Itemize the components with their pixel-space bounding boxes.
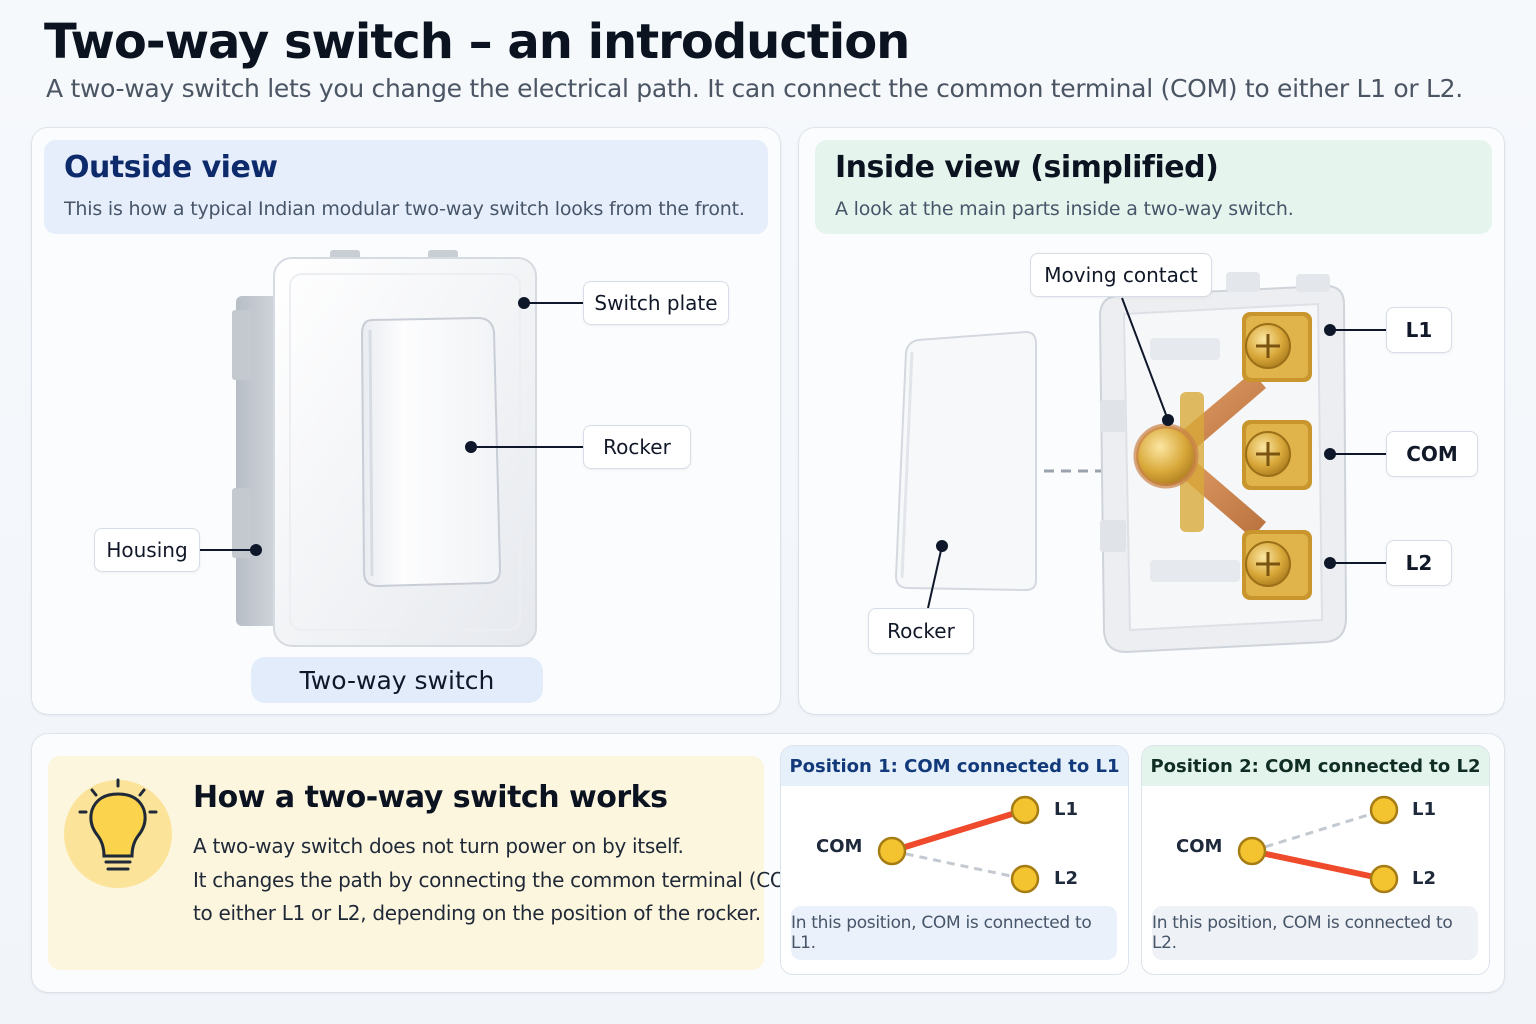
position-1-note: In this position, COM is connected to L1… xyxy=(791,906,1117,960)
how-it-works-line-3: to either L1 or L2, depending on the pos… xyxy=(193,901,761,925)
position-2-active-path xyxy=(1249,848,1387,882)
page-subtitle: A two-way switch lets you change the ele… xyxy=(46,74,1463,103)
terminal-l2 xyxy=(1242,530,1312,600)
outside-view-heading: Outside view xyxy=(64,150,278,185)
inside-view-description: A look at the main parts inside a two-wa… xyxy=(835,198,1294,220)
position-2-l1-label: L1 xyxy=(1412,799,1436,820)
position-1-l2-terminal xyxy=(1010,864,1040,894)
position-1-card: Position 1: COM connected to L1 COM L1 L… xyxy=(781,746,1128,974)
position-1-open-path xyxy=(891,849,1026,881)
inside-leader-lines xyxy=(927,297,1388,609)
how-it-works-box xyxy=(48,756,764,970)
position-1-com-terminal xyxy=(877,836,907,866)
rocker xyxy=(360,316,502,588)
outside-view-header: Outside view This is how a typical India… xyxy=(44,140,768,234)
outside-leader-lines xyxy=(200,297,584,556)
position-2-note: In this position, COM is connected to L2… xyxy=(1152,906,1478,960)
position-1-com-label: COM xyxy=(816,836,863,857)
position-2-l1-terminal xyxy=(1369,795,1399,825)
moving-contact-pivot xyxy=(1136,426,1196,486)
position-1-heading: Position 1: COM connected to L1 xyxy=(781,746,1128,786)
position-2-com-label: COM xyxy=(1176,836,1223,857)
page-title: Two-way switch – an introduction xyxy=(44,14,910,70)
position-2-com-terminal xyxy=(1237,836,1267,866)
position-2-heading: Position 2: COM connected to L2 xyxy=(1142,746,1489,786)
position-1-l2-label: L2 xyxy=(1054,868,1078,889)
moving-contact-label: Moving contact xyxy=(1030,253,1212,297)
com-label: COM xyxy=(1386,431,1478,477)
rocker-label-outside: Rocker xyxy=(583,425,691,469)
switch-caption: Two-way switch xyxy=(251,657,543,703)
l1-label: L1 xyxy=(1386,307,1452,353)
terminal-l1 xyxy=(1242,312,1312,382)
inside-view-header: Inside view (simplified) A look at the m… xyxy=(815,140,1492,234)
position-2-l2-terminal xyxy=(1369,864,1399,894)
rocker-label-inside: Rocker xyxy=(868,608,974,654)
how-it-works-line-1: A two-way switch does not turn power on … xyxy=(193,834,684,858)
switch-plate-label: Switch plate xyxy=(583,281,729,325)
position-1-l1-terminal xyxy=(1010,795,1040,825)
inside-view-heading: Inside view (simplified) xyxy=(835,150,1219,185)
terminal-com xyxy=(1242,420,1312,490)
position-2-open-path xyxy=(1251,808,1385,853)
detached-rocker xyxy=(894,330,1037,592)
how-it-works-line-2: It changes the path by connecting the co… xyxy=(193,868,810,892)
position-2-card: Position 2: COM connected to L2 COM L1 L… xyxy=(1142,746,1489,974)
position-1-active-path xyxy=(889,807,1028,854)
l2-label: L2 xyxy=(1386,540,1452,586)
outside-view-description: This is how a typical Indian modular two… xyxy=(64,198,745,220)
housing-label: Housing xyxy=(94,528,200,572)
position-1-l1-label: L1 xyxy=(1054,799,1078,820)
how-it-works-heading: How a two-way switch works xyxy=(193,780,668,815)
position-2-l2-label: L2 xyxy=(1412,868,1436,889)
